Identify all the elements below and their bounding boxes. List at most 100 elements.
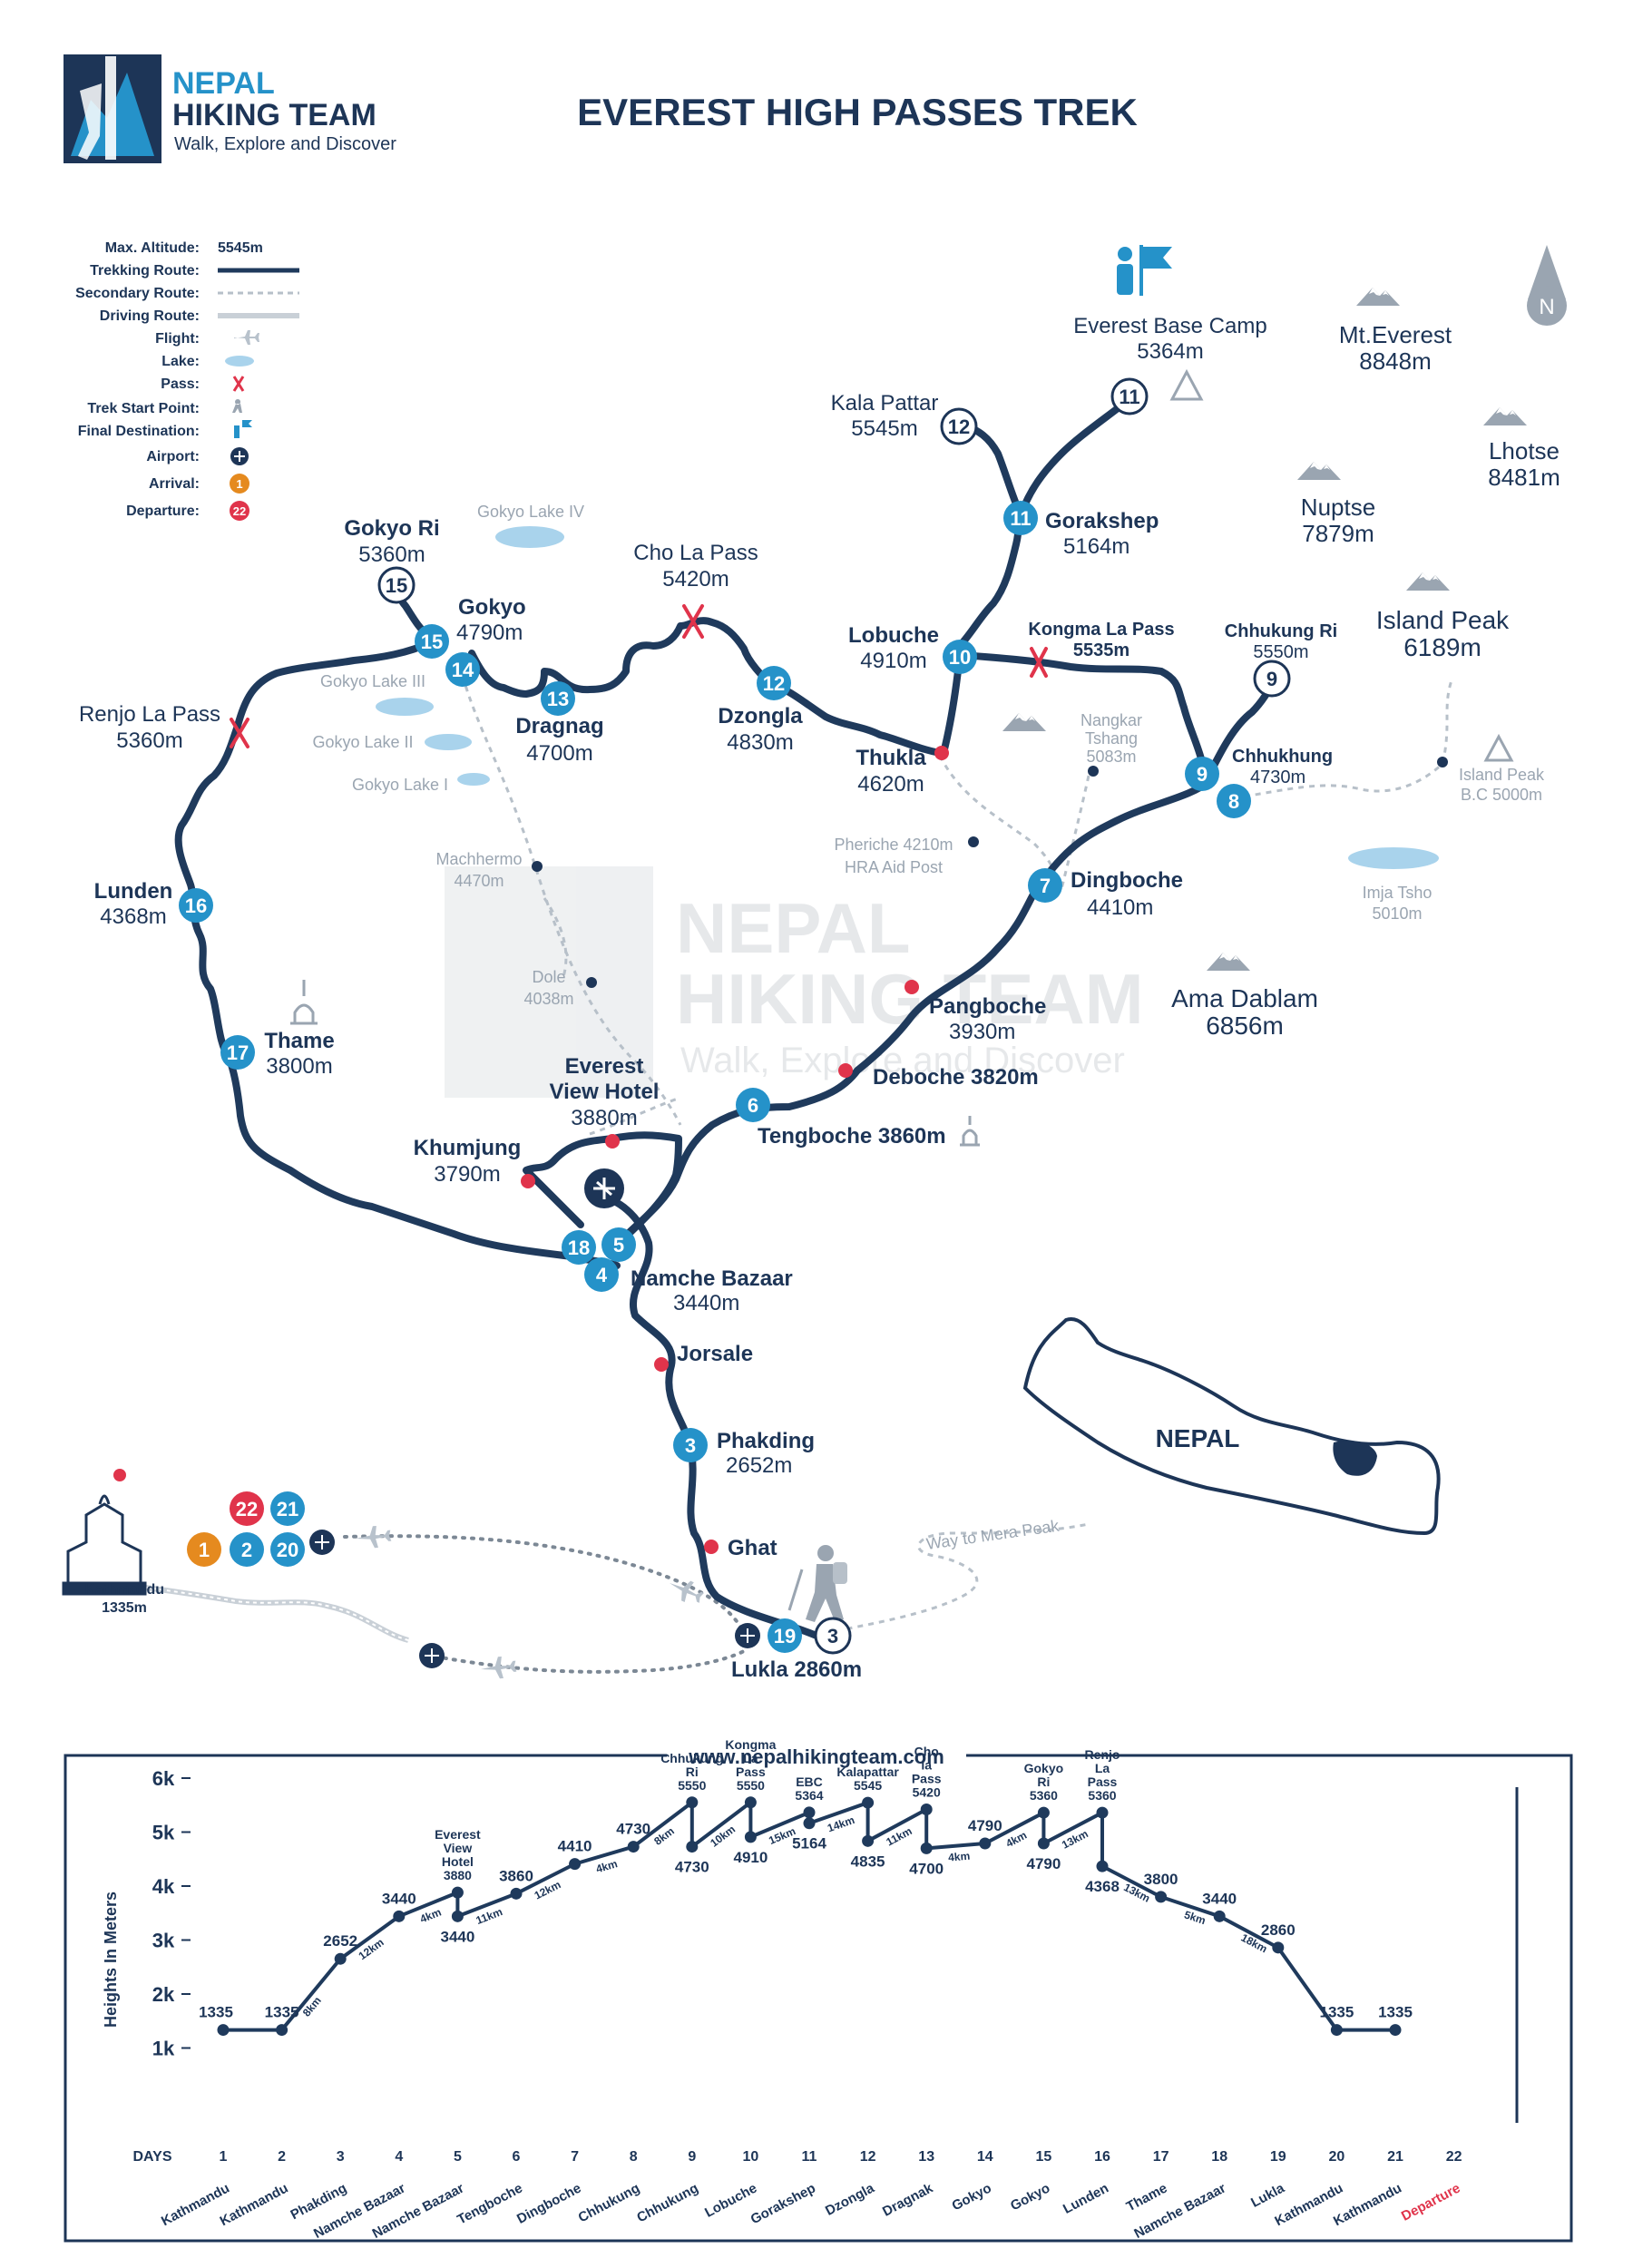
day-badge[interactable]: 12	[940, 407, 978, 445]
day-badge-number: 7	[1040, 875, 1051, 897]
place-altitude: 3800m	[266, 1054, 332, 1079]
place-altitude: 5164m	[1063, 534, 1129, 559]
day-badge[interactable]: 5	[601, 1227, 636, 1262]
day-badge[interactable]: 12	[757, 666, 791, 700]
website-url[interactable]: www.nepalhikingteam.com	[688, 1745, 944, 1768]
place-altitude: 2652m	[726, 1453, 792, 1478]
elevation-point	[862, 1796, 875, 1809]
x-tick-place: Gorakshep	[748, 2181, 818, 2228]
day-badge-number: 19	[774, 1625, 796, 1647]
day-badge[interactable]: 11	[1110, 377, 1149, 415]
day-badge-number: 2	[241, 1539, 252, 1561]
peak-name: Island Peak	[1376, 606, 1510, 634]
peak-name: Ama Dablam	[1171, 984, 1318, 1012]
day-badge[interactable]: 8	[1217, 784, 1251, 818]
day-badge[interactable]: 3	[673, 1428, 708, 1462]
y-tick-label: 5k	[152, 1822, 175, 1844]
stop-dot	[934, 746, 949, 760]
elevation-point	[510, 1887, 523, 1900]
peak-altitude: 6189m	[1403, 633, 1481, 661]
day-badge[interactable]: 1	[187, 1532, 221, 1567]
elevation-value: 3440	[382, 1890, 416, 1907]
day-badge[interactable]: 22	[230, 1491, 264, 1526]
peak-altitude: 8848m	[1359, 347, 1432, 375]
place-altitude: 5545m	[851, 416, 917, 441]
place-name: Kathmandu	[84, 1582, 164, 1598]
x-tick-day: 20	[1329, 2149, 1345, 2165]
elevation-value: 1335	[265, 2004, 299, 2021]
pass-name: Cho La Pass	[633, 541, 758, 565]
elevation-profile-chart: www.nepalhikingteam.com Heights In Meter…	[64, 1737, 1573, 2243]
place-altitude: 5364m	[1137, 339, 1203, 364]
pass-name: Renjo La Pass	[79, 702, 220, 727]
route-direction-label: Way to Mera Peak	[925, 1517, 1061, 1553]
brand-tagline: Walk, Explore and Discover	[174, 134, 396, 154]
day-badge[interactable]: 15	[415, 624, 449, 659]
elevation-point	[803, 1806, 816, 1819]
day-badge[interactable]: 7	[1028, 868, 1062, 903]
x-tick-place: Chhukung	[576, 2181, 642, 2226]
day-badge[interactable]: 21	[270, 1491, 305, 1526]
lake-altitude: 5010m	[1372, 904, 1422, 923]
stop-dot	[838, 1063, 853, 1078]
day-badge[interactable]: 20	[270, 1532, 305, 1567]
place-altitude: 4038m	[523, 990, 573, 1008]
legend-label: Driving Route:	[100, 308, 200, 324]
day-badge[interactable]: 3	[814, 1617, 852, 1655]
brand-line2: HIKING TEAM	[172, 98, 376, 132]
page-title: EVEREST HIGH PASSES TREK	[577, 91, 1138, 133]
chart-frame	[64, 1754, 1573, 2243]
x-tick-place: Lunden	[1061, 2181, 1111, 2217]
day-badge[interactable]: 9	[1185, 757, 1219, 791]
day-badge[interactable]: 6	[736, 1088, 770, 1122]
x-tick-place: Dingboche	[514, 2181, 583, 2227]
place-name: Dzongla	[718, 704, 803, 728]
day-badge[interactable]: 18	[562, 1230, 596, 1265]
day-badge[interactable]: 9	[1253, 660, 1291, 698]
minor-waypoints	[532, 757, 1448, 988]
day-badge[interactable]: 14	[445, 652, 480, 687]
place-altitude: 4470m	[454, 872, 504, 890]
place-name: Lobuche	[848, 623, 939, 648]
lake-icon	[425, 734, 472, 750]
place-name: Pangboche	[929, 994, 1046, 1019]
day-badge[interactable]: 4	[584, 1257, 619, 1292]
day-badge[interactable]: 15	[377, 566, 416, 604]
day-badge[interactable]: 2	[230, 1532, 264, 1567]
x-tick-day: 10	[743, 2149, 759, 2165]
place-altitude: 3790m	[434, 1162, 500, 1187]
elevation-value: 2652	[323, 1932, 357, 1950]
x-tick-day: 17	[1153, 2149, 1169, 2165]
elevation-place: Ri	[686, 1765, 699, 1779]
day-badge[interactable]: 10	[943, 640, 977, 674]
day-badge[interactable]: 13	[541, 681, 575, 716]
day-badge[interactable]: 11	[1003, 501, 1038, 535]
day-badge[interactable]: 17	[220, 1035, 255, 1070]
waypoint-dot	[532, 861, 543, 872]
mountain-icon	[1297, 462, 1341, 480]
day-badge-number: 12	[763, 672, 785, 695]
x-tick-place: Gokyo	[949, 2181, 993, 2214]
place-altitude: 4830m	[727, 730, 793, 755]
elevation-value: 3440	[440, 1928, 474, 1945]
hiker-icon	[787, 1545, 847, 1622]
day-badge[interactable]: 16	[179, 888, 213, 923]
place-altitude: 5550m	[1253, 642, 1308, 662]
day-badge-number: 5	[613, 1234, 624, 1256]
airport-icon	[309, 1530, 335, 1555]
secondary-routes	[461, 675, 1453, 1635]
place-name: Pheriche 4210m	[834, 836, 953, 854]
brand-logo[interactable]: NEPAL HIKING TEAM Walk, Explore and Disc…	[64, 54, 396, 163]
legend-label: Arrival:	[149, 476, 200, 492]
day-badge[interactable]: 19	[768, 1618, 802, 1653]
day-badge-number: 11	[1119, 386, 1139, 408]
lake-name: Gokyo Lake I	[352, 776, 448, 794]
elevation-place: Cho	[914, 1745, 939, 1759]
elevation-value: 4700	[909, 1860, 944, 1877]
airport-icon	[419, 1643, 445, 1668]
place-altitude: 3880m	[571, 1106, 637, 1130]
elevation-value: 1335	[1319, 2004, 1354, 2021]
chart-ylabel: Heights In Meters	[102, 1892, 120, 2028]
